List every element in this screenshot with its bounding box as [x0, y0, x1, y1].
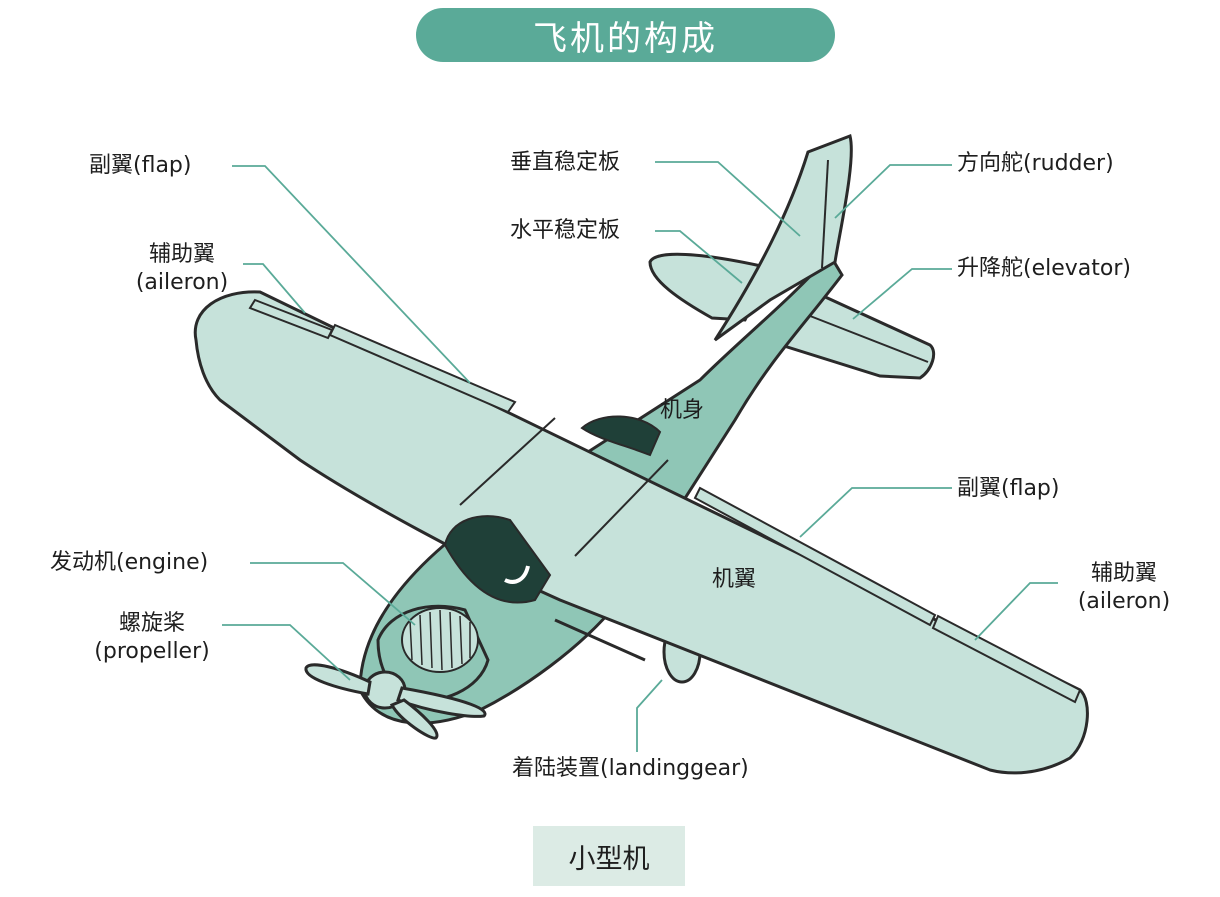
- label-flap-left: 副翼(flap): [89, 153, 192, 178]
- wing-center-seam: [459, 417, 556, 506]
- title-banner: 飞机的构成: [416, 8, 835, 62]
- label-aileron-left-en: (aileron): [135, 270, 229, 295]
- propeller-blade-lower: [396, 686, 487, 718]
- flap-right-surface: [693, 486, 937, 627]
- label-fuselage: 机身: [660, 398, 705, 423]
- windshield: [443, 515, 552, 604]
- label-aileron-right: 辅助翼 (aileron): [1060, 560, 1188, 616]
- label-aileron-right-cn: 辅助翼: [1090, 561, 1157, 586]
- leader-aileron-right: [974, 582, 1058, 641]
- label-wing: 机翼: [712, 567, 757, 592]
- engine-fins: [409, 609, 471, 671]
- label-engine: 发动机(engine): [50, 550, 209, 575]
- leader-aileron-left: [243, 263, 306, 314]
- caption-text: 小型机: [568, 843, 650, 875]
- label-propeller: 螺旋桨 (propeller): [74, 610, 230, 666]
- windshield-highlight: [504, 565, 530, 584]
- leader-flap-right: [799, 487, 952, 538]
- label-horizontal-stabilizer: 水平稳定板: [510, 218, 621, 243]
- diagram-title: 飞机的构成: [533, 18, 718, 59]
- flap-left-surface: [328, 323, 517, 414]
- rudder-hinge-line: [821, 159, 829, 269]
- vertical-stabilizer: [713, 133, 853, 342]
- leader-vertical-stabilizer: [655, 161, 801, 237]
- label-propeller-en: (propeller): [94, 639, 210, 664]
- label-landing-gear: 着陆装置(landinggear): [512, 756, 749, 781]
- leader-flap-left: [232, 165, 471, 384]
- leader-elevator: [852, 268, 952, 320]
- label-vertical-stabilizer: 垂直稳定板: [510, 150, 621, 175]
- aileron-right-surface: [931, 614, 1082, 704]
- main-wing: [193, 290, 1089, 775]
- leader-landing-gear: [636, 679, 663, 752]
- propeller-blade-down: [389, 698, 439, 740]
- propeller-blade-upper: [304, 663, 372, 696]
- leader-horizontal-stabilizer: [655, 230, 743, 284]
- elevator-hinge-line: [804, 313, 929, 363]
- aileron-left-surface: [248, 298, 334, 340]
- leader-propeller: [222, 624, 351, 681]
- label-rudder: 方向舵(rudder): [957, 151, 1114, 176]
- label-flap-right: 副翼(flap): [957, 476, 1060, 501]
- label-propeller-cn: 螺旋桨: [118, 611, 185, 636]
- cockpit-top: [580, 415, 662, 457]
- leader-engine: [250, 562, 416, 626]
- label-elevator: 升降舵(elevator): [957, 256, 1131, 281]
- label-aileron-left: 辅助翼 (aileron): [118, 241, 246, 297]
- caption-box: 小型机: [533, 826, 685, 886]
- label-aileron-right-en: (aileron): [1077, 589, 1171, 614]
- label-aileron-left-cn: 辅助翼: [148, 242, 215, 267]
- wing-center-seam-2: [574, 459, 669, 557]
- leader-rudder: [834, 164, 952, 219]
